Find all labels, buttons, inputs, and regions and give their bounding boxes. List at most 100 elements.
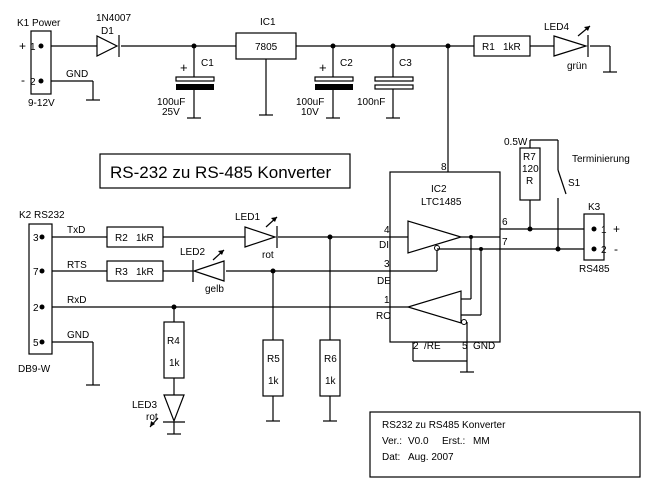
k3-plus-label: + [613,222,620,236]
c3-ref-label: C3 [399,58,412,69]
c1-value-label: 100uF [157,97,185,108]
k3-minus-label: - [614,242,618,256]
led1-color-label: rot [262,250,274,261]
ic1-value-label: 7805 [255,42,278,53]
ic2-ref-label: IC2 [431,184,447,195]
c2-capacitor: + C2 100uF 10V [296,46,354,119]
r2-resistor: R2 1kR [106,226,164,248]
txd-label: TxD [67,225,85,236]
k2-rs232-connector: K2 RS232 3 7 2 5 TxD RTS RxD GND DB9-W [18,210,89,375]
ic2-pin-4: 4 [384,225,390,236]
r1-value-label: 1kR [503,42,521,53]
k3-pin-1: 1 [601,225,607,236]
c2-value-label: 100uF [296,97,324,108]
k3-pin-2: 2 [601,245,607,256]
r3-ref-label: R3 [115,267,128,278]
d1-diode: 1N4007 D1 [96,13,131,57]
ic2-value-label: LTC1485 [421,197,462,208]
ic2-pin-7: 7 [502,237,508,248]
k2-ref-label: K2 RS232 [19,210,65,221]
led2-ref-label: LED2 [180,247,205,258]
c2-plus-label: + [319,60,327,75]
gnd-label: GND [67,330,89,341]
c2-voltage-label: 10V [301,107,319,118]
info-erst-label: Erst.: [442,436,465,447]
r2-value-label: 1kR [136,233,154,244]
r2-ref-label: R2 [115,233,128,244]
led2-color-label: gelb [205,284,224,295]
k1-voltage-label: 9-12V [28,98,55,109]
info-box: RS232 zu RS485 Konverter Ver.: V0.0 Erst… [369,411,641,478]
led4: LED4 grün [544,22,591,72]
ic2-pin-5: 5 [462,341,468,352]
r1-resistor: R1 1kR [473,35,531,57]
rxd-label: RxD [67,295,86,306]
led1: LED1 rot [235,212,278,261]
k2-pin-7: 7 [33,267,39,278]
r4-ref-label: R4 [167,336,180,347]
title-box [99,153,351,189]
r7-value2-label: R [526,176,533,187]
s1-ref-label: S1 [568,178,581,189]
led3-ref-label: LED3 [132,400,157,411]
r7-power-label: 0.5W [504,137,528,148]
r7-ref-label: R7 [523,152,536,163]
ic2-di-label: DI [379,240,389,251]
k3-name-label: RS485 [579,264,610,275]
ic1-regulator: 7805 IC1 [235,17,297,116]
ic2-pin-1: 1 [384,295,390,306]
r4-value-label: 1k [169,358,181,369]
k3-rs485-connector: K3 1 2 + - RS485 [579,202,620,275]
k1-pin1-label: 1 [30,42,36,53]
c3-capacitor: C3 100nF [357,46,414,119]
k1-plus-label: + [19,39,26,53]
c1-ref-label: C1 [201,58,214,69]
led2: LED2 gelb [180,247,225,295]
led4-color-label: grün [567,61,587,72]
r6-resistor: R6 1k [319,339,341,397]
r6-value-label: 1k [325,376,337,387]
led3: LED3 rot [132,394,185,435]
s1-termination-switch: Terminierung S1 [557,140,630,249]
r3-value-label: 1kR [136,267,154,278]
ic2-re-label: /RE [424,341,441,352]
info-ver-value: V0.0 [408,436,429,447]
s1-function-label: Terminierung [572,154,630,165]
k2-pin-2: 2 [33,303,39,314]
c1-voltage-label: 25V [162,107,180,118]
d1-ref-label: D1 [101,26,114,37]
r7-resistor: R7 120 R 0.5W [504,137,558,229]
ic2-pin-3: 3 [384,259,390,270]
c2-ref-label: C2 [340,58,353,69]
k1-pin2-label: 2 [30,77,36,88]
r4-resistor: R4 1k [163,321,185,379]
ic1-ref-label: IC1 [260,17,276,28]
led4-ref-label: LED4 [544,22,569,33]
k2-pin-5: 5 [33,338,39,349]
r5-resistor: R5 1k [262,339,284,397]
info-ver-label: Ver.: [382,436,402,447]
schematic-title: RS-232 zu RS-485 Konverter [110,163,331,182]
c1-capacitor: + C1 100uF 25V [157,46,215,119]
rts-label: RTS [67,260,87,271]
k2-pin-3: 3 [33,233,39,244]
info-date-label: Dat: [382,452,400,463]
k1-gnd-label: GND [66,69,88,80]
ic2-pin-8: 8 [441,162,447,173]
d1-value-label: 1N4007 [96,13,131,24]
info-erst-value: MM [473,436,490,447]
ic2-de-label: DE [377,276,391,287]
r5-value-label: 1k [268,376,280,387]
ic2-transceiver: IC2 LTC1485 4 3 1 2 5 6 7 8 DI DE RO [376,162,508,352]
ic2-ro-label: RO [376,311,391,322]
k1-power-connector: K1 Power + 1 - 2 GND 9-12V [17,18,88,109]
led1-ref-label: LED1 [235,212,260,223]
info-title: RS232 zu RS485 Konverter [382,420,506,431]
ic2-gnd-label: GND [473,341,495,352]
ic2-pin-6: 6 [502,217,508,228]
k1-minus-label: - [21,73,25,87]
k1-ref-label: K1 Power [17,18,61,29]
r6-ref-label: R6 [324,354,337,365]
c3-value-label: 100nF [357,97,385,108]
r1-ref-label: R1 [482,42,495,53]
